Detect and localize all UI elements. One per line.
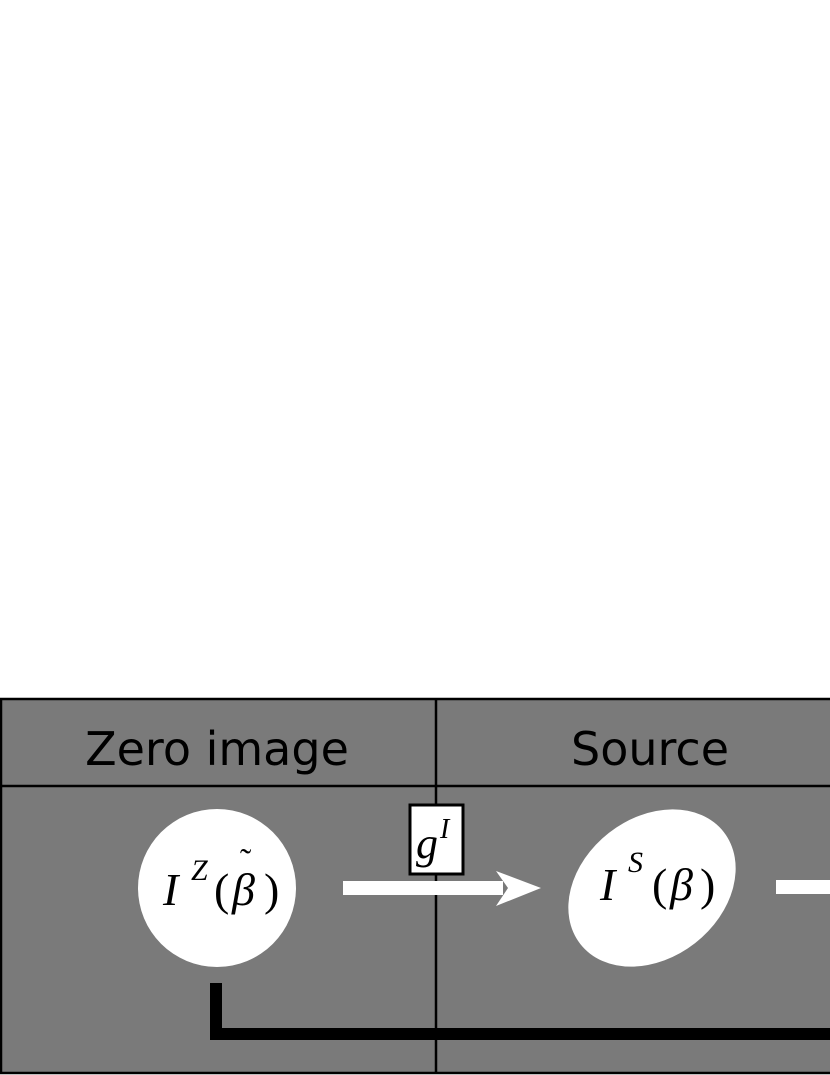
- svg-text:I: I: [439, 814, 451, 845]
- source-label: I S ( β ): [599, 846, 715, 910]
- svg-text:g: g: [416, 819, 438, 868]
- svg-text:β: β: [231, 864, 255, 915]
- source-node: [568, 809, 736, 967]
- svg-text:˜: ˜: [240, 843, 252, 880]
- svg-text:Z: Z: [191, 854, 208, 887]
- feedback-connector: [210, 983, 830, 1040]
- svg-text:I: I: [162, 864, 181, 915]
- svg-text:(: (: [214, 864, 229, 915]
- svg-text:(: (: [652, 859, 667, 910]
- svg-text:I: I: [599, 859, 618, 910]
- outgoing-arrow: [776, 880, 830, 894]
- svg-text:): ): [700, 859, 715, 910]
- svg-text:): ): [264, 864, 279, 915]
- column-header-zero-image: Zero image: [85, 722, 349, 776]
- svg-text:S: S: [628, 846, 643, 879]
- zero-image-label: I Z ( β ˜ ): [162, 843, 279, 915]
- svg-text:β: β: [669, 859, 693, 910]
- zero-image-node: [138, 809, 296, 967]
- map-arrow: [343, 871, 541, 906]
- map-label-box: g I: [408, 803, 465, 876]
- column-header-source: Source: [571, 722, 729, 776]
